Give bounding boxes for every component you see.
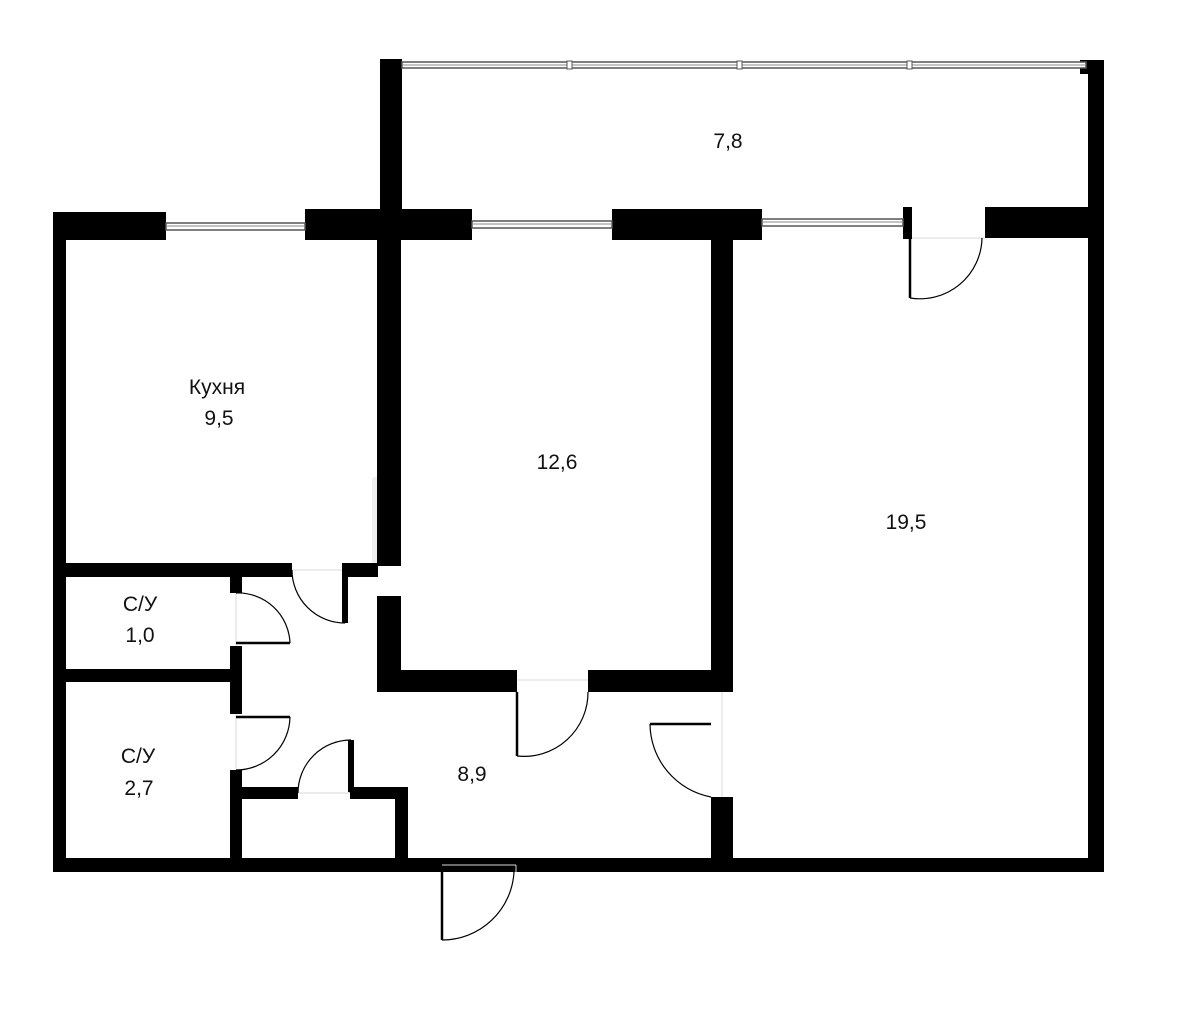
large-room-area: 19,5 <box>886 511 927 534</box>
middle-room-door <box>515 679 589 757</box>
middle-room-area: 12,6 <box>537 451 578 474</box>
wc-small-area: 1,0 <box>125 624 154 647</box>
middle-room-window <box>471 220 613 229</box>
room-labels: 7,8 Кухня 9,5 12,6 19,5 С/У 1,0 С/У 2,7 … <box>121 130 927 800</box>
kitchen-window <box>165 222 306 231</box>
kitchen-area: 9,5 <box>204 407 233 430</box>
wc-large-area: 2,7 <box>124 777 153 800</box>
wc-small-name: С/У <box>123 593 158 616</box>
wc-small-door <box>235 592 291 646</box>
wc-large-name: С/У <box>121 745 156 768</box>
balcony-door <box>908 237 985 300</box>
wc-large-door <box>235 714 291 771</box>
watermark <box>372 470 730 568</box>
balcony-area: 7,8 <box>713 130 742 153</box>
large-room-door <box>649 692 723 798</box>
walls <box>53 59 1104 872</box>
kitchen-door <box>291 569 347 624</box>
hall-area: 8,9 <box>457 763 486 786</box>
doors <box>235 237 985 941</box>
balcony-window <box>401 60 1087 70</box>
windows <box>165 60 1087 231</box>
large-room-window <box>761 218 904 227</box>
closet-door <box>297 739 353 794</box>
kitchen-name: Кухня <box>189 376 245 399</box>
entrance-door <box>440 864 517 941</box>
